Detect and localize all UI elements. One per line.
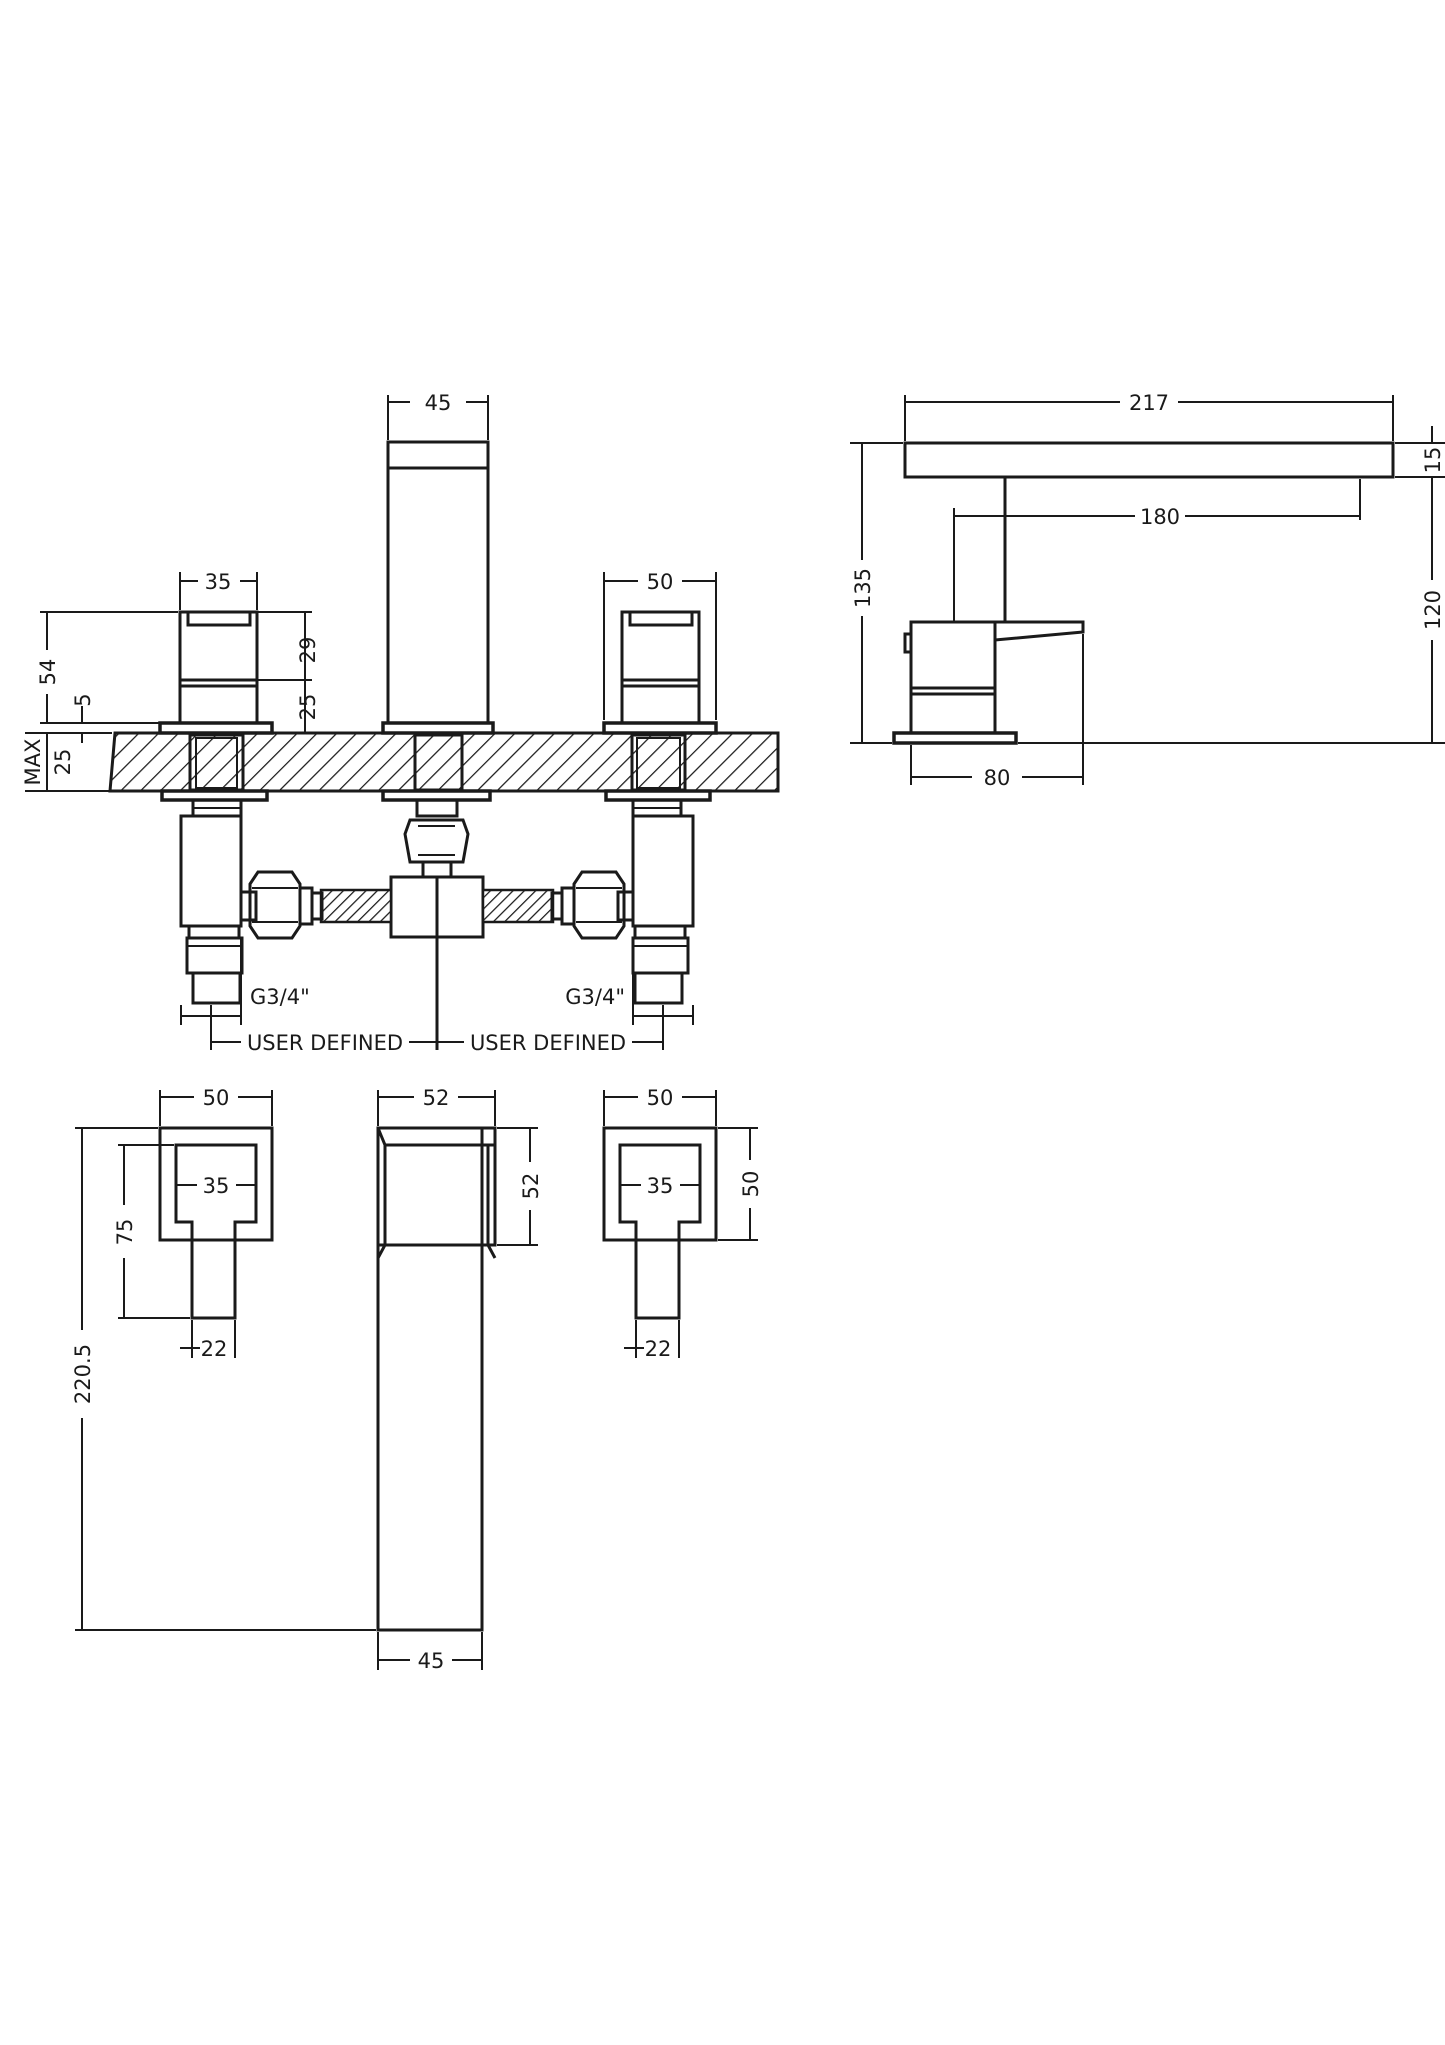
right-supply-pipe bbox=[631, 798, 695, 1005]
dim-spout-length: 217 bbox=[1129, 391, 1169, 415]
centre-tee bbox=[389, 798, 485, 1050]
plan-spout-depth: 52 bbox=[519, 1173, 543, 1200]
dim-handle-upper: 29 bbox=[296, 637, 320, 664]
plan-spout-length: 220.5 bbox=[71, 1344, 95, 1404]
left-flex-hose bbox=[319, 888, 393, 924]
left-supply-pipe bbox=[179, 798, 244, 1005]
plan-spout bbox=[376, 1126, 497, 1632]
plan-left-lever: 22 bbox=[201, 1337, 228, 1361]
spacing-right-label: USER DEFINED bbox=[470, 1031, 626, 1055]
plan-right-handle bbox=[602, 1126, 718, 1320]
dim-deck-max-label: MAX bbox=[21, 739, 45, 786]
dim-spout-width: 45 bbox=[425, 391, 452, 415]
dim-plate: 5 bbox=[71, 693, 95, 706]
dim-base-width: 80 bbox=[984, 766, 1011, 790]
plan-left-inner: 35 bbox=[203, 1174, 230, 1198]
plan-left-handle bbox=[158, 1126, 274, 1320]
dim-outlet-height: 120 bbox=[1421, 590, 1445, 630]
thread-left-label: G3/4" bbox=[250, 985, 310, 1009]
plan-view: 50 35 75 22 52 bbox=[71, 1086, 763, 1673]
thread-right-label: G3/4" bbox=[565, 985, 625, 1009]
right-flex-hose bbox=[481, 888, 555, 924]
spacing-left-label: USER DEFINED bbox=[247, 1031, 403, 1055]
plan-right-depth: 50 bbox=[739, 1171, 763, 1198]
spout-body bbox=[386, 440, 490, 725]
side-elevation: 217 15 180 135 120 80 bbox=[850, 391, 1445, 790]
plan-spout-width: 52 bbox=[423, 1086, 450, 1110]
plan-left-width: 50 bbox=[203, 1086, 230, 1110]
plan-right-lever: 22 bbox=[645, 1337, 672, 1361]
dim-total-height: 135 bbox=[851, 568, 875, 608]
deck-section bbox=[108, 731, 780, 793]
plan-left-length: 75 bbox=[113, 1219, 137, 1246]
left-valve-handle bbox=[178, 610, 259, 725]
dim-deck-thickness: 25 bbox=[51, 749, 75, 776]
dim-spout-reach: 180 bbox=[1140, 505, 1180, 529]
dim-right-handle-width: 50 bbox=[647, 570, 674, 594]
dim-left-handle-width: 35 bbox=[205, 570, 232, 594]
front-elevation: 45 35 50 29 25 54 5 MAX 25 bbox=[21, 391, 780, 1055]
dim-spout-thickness: 15 bbox=[1421, 447, 1445, 474]
dim-handle-lower: 25 bbox=[296, 694, 320, 721]
dim-overall-height: 54 bbox=[36, 659, 60, 686]
plan-right-width: 50 bbox=[647, 1086, 674, 1110]
right-valve-handle bbox=[620, 610, 701, 725]
plan-right-inner: 35 bbox=[647, 1174, 674, 1198]
plan-spout-base: 45 bbox=[418, 1649, 445, 1673]
